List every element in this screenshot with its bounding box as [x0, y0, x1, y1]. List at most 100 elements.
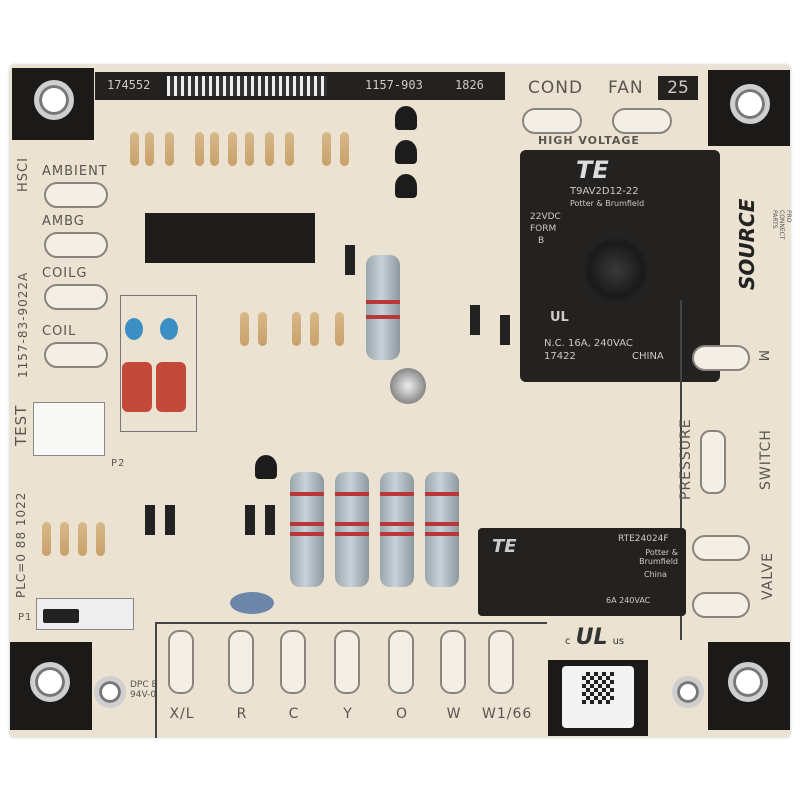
sensor-label: COIL [42, 324, 77, 339]
diode [165, 505, 175, 535]
resistor [310, 312, 319, 346]
sensor-label: COILG [42, 266, 88, 281]
sensor-label: AMBG [42, 214, 85, 229]
terminal-0[interactable] [168, 630, 194, 694]
mount-hole-small [94, 676, 126, 708]
valve-label: VALVE [760, 552, 776, 600]
transistor [395, 106, 417, 130]
ul-mark: c UL us [565, 625, 624, 650]
terminal-valve-2[interactable] [692, 592, 750, 618]
terminal-pressure-switch[interactable] [700, 430, 726, 494]
te-logo: TE [576, 156, 609, 184]
ul-icon: UL [550, 310, 569, 325]
terminal-valve-1[interactable] [692, 535, 750, 561]
mount-hole [730, 84, 770, 124]
mount-hole [30, 662, 70, 702]
right-terminal-area [680, 300, 792, 640]
relay-rating: N.C. 16A, 240VAC [544, 338, 633, 349]
relay-coil-dome [584, 238, 648, 302]
m-label: M [755, 350, 770, 363]
relay-origin: CHINA [632, 351, 664, 362]
qr-code [582, 672, 614, 704]
serial-number: 174552 [107, 78, 151, 92]
terminal-label: R [236, 706, 248, 722]
qr-sticker [562, 666, 634, 728]
power-resistor [335, 472, 369, 587]
capacitor-red [122, 362, 152, 412]
dpc-line1: DPC E [130, 680, 158, 690]
terminal-1[interactable] [228, 630, 254, 694]
corner-mount-tr [708, 70, 790, 146]
terminal-3[interactable] [334, 630, 360, 694]
terminal-label: C [288, 706, 300, 722]
power-resistor [380, 472, 414, 587]
terminal-6[interactable] [488, 630, 514, 694]
terminal-label: W [446, 706, 462, 722]
dpc-line2: 94V-0 [130, 690, 157, 700]
corner-mount-tl [12, 68, 94, 140]
power-resistor [425, 472, 459, 587]
small-relay-rating: 6A 240VAC [606, 596, 651, 605]
diode [265, 505, 275, 535]
terminal-m[interactable] [692, 345, 750, 371]
te-logo-small: TE [492, 536, 517, 557]
ul-c: c [565, 636, 571, 647]
sensor-terminal[interactable] [44, 284, 108, 310]
hsci-label: HSCI [16, 157, 31, 192]
sensor-terminal[interactable] [44, 182, 108, 208]
resistor [292, 312, 301, 346]
diode [345, 245, 355, 275]
resistor [240, 312, 249, 346]
mount-hole [34, 80, 74, 120]
terminal-5[interactable] [440, 630, 466, 694]
resistor [245, 132, 254, 166]
corner-mount-bl [10, 642, 92, 730]
resistor [60, 522, 69, 556]
resistor [322, 132, 331, 166]
power-resistor [366, 255, 400, 360]
relay-code: 17422 [544, 351, 576, 362]
power-resistor [290, 472, 324, 587]
mount-hole-small [672, 676, 704, 708]
resistor [340, 132, 349, 166]
terminal-label: O [395, 706, 409, 722]
high-voltage-label: HIGH VOLTAGE [538, 134, 640, 147]
source-text: SOURCE [735, 198, 759, 290]
sensor-terminal[interactable] [44, 342, 108, 368]
mount-hole [728, 662, 768, 702]
resistor [210, 132, 219, 166]
relay-coil: 22VDC [530, 212, 561, 222]
transistor [255, 455, 277, 479]
terminal-4[interactable] [388, 630, 414, 694]
resistor [335, 312, 344, 346]
terminal-label: Y [343, 706, 353, 722]
diode [145, 505, 155, 535]
terminal-high-voltage-1[interactable] [522, 108, 582, 134]
small-relay-maker: Potter & Brumfield [639, 548, 678, 566]
jumper-header-p1[interactable] [36, 598, 134, 630]
resistor [228, 132, 237, 166]
terminal-2[interactable] [280, 630, 306, 694]
small-relay-origin: China [644, 570, 667, 579]
fan-label: FAN [608, 78, 644, 98]
resistor [130, 132, 139, 166]
barcode-strip: 174552 1157-903 1826 [95, 72, 505, 100]
terminal-high-voltage-2[interactable] [612, 108, 672, 134]
small-relay: TE RTE24024F Potter & Brumfield China 6A… [478, 528, 686, 616]
p1-label: P1 [18, 612, 33, 623]
test-connector-p2[interactable] [33, 402, 105, 456]
p2-label: P2 [111, 458, 126, 469]
resistor [96, 522, 105, 556]
diode [245, 505, 255, 535]
pressure-label: PRESSURE [678, 418, 694, 500]
ic-chip [145, 213, 315, 263]
electrolytic-capacitor [390, 368, 426, 404]
source-tagline: PRO CONNECT PARTS [771, 210, 792, 240]
capacitor-blue [160, 318, 178, 340]
resistor [78, 522, 87, 556]
jumper-shunt[interactable] [43, 609, 79, 623]
corner-mount-br [708, 642, 790, 730]
capacitor-block [120, 295, 197, 432]
resistor [258, 312, 267, 346]
sensor-terminal[interactable] [44, 232, 108, 258]
